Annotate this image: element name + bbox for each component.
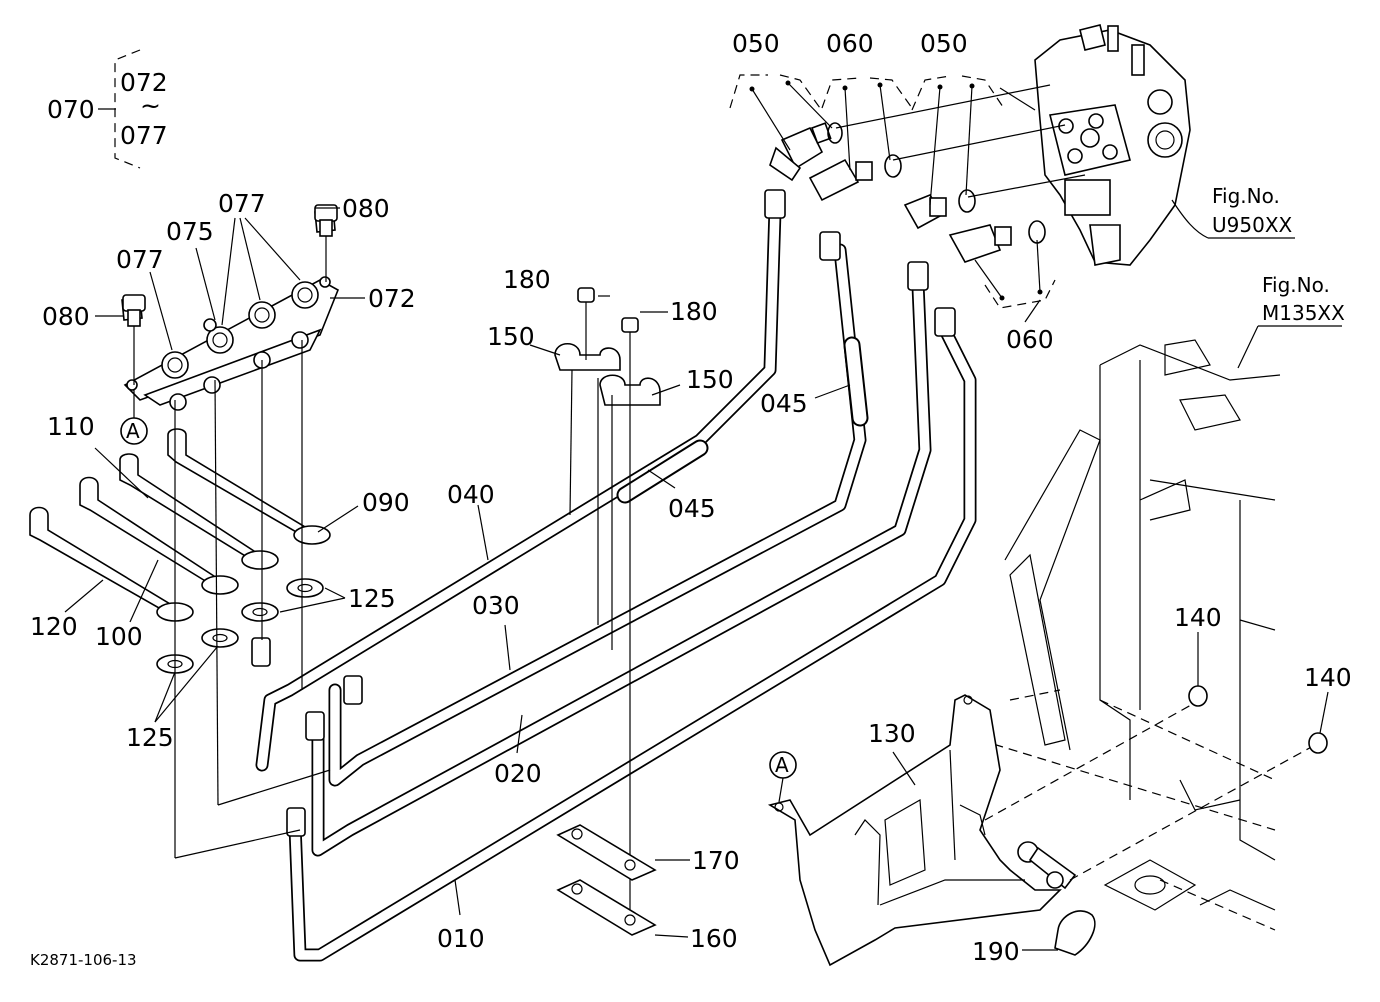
- part-label-140-b: 140: [1304, 663, 1352, 692]
- part-label-130: 130: [868, 719, 916, 748]
- group-tilde: ~: [140, 91, 161, 120]
- fitting-brackets: [729, 74, 1086, 309]
- fig-ref-m135-title: Fig.No.: [1262, 273, 1330, 297]
- part-label-180-a: 180: [503, 265, 551, 294]
- control-valve: [1034, 24, 1191, 266]
- group-bracket: 070 072 ~ 077: [47, 49, 168, 169]
- part-label-125-a: 125: [348, 584, 396, 613]
- part-label-045-b: 045: [668, 494, 716, 523]
- hydraulic-tubes: [251, 189, 977, 962]
- part-label-180-b: 180: [670, 297, 718, 326]
- part-label-075: 075: [166, 217, 214, 246]
- ref-marker-a-right: A: [775, 753, 789, 777]
- part-label-050-a: 050: [732, 29, 780, 58]
- part-label-080-b: 080: [42, 302, 90, 331]
- part-label-072: 072: [368, 284, 416, 313]
- part-label-090: 090: [362, 488, 410, 517]
- callout-leaders: [64, 207, 1329, 951]
- drawing-code: K2871-106-13: [30, 951, 137, 969]
- frame-structure: [979, 339, 1281, 931]
- support-bracket: [767, 694, 1316, 967]
- cable-tie: [1054, 910, 1096, 956]
- group-to-label: 077: [120, 121, 168, 150]
- part-label-160: 160: [690, 924, 738, 953]
- part-label-150-b: 150: [686, 365, 734, 394]
- part-label-150-a: 150: [487, 322, 535, 351]
- part-label-060-b: 060: [1006, 325, 1054, 354]
- group-parent-label: 070: [47, 95, 95, 124]
- rubber-mount-right: [1308, 732, 1328, 754]
- valve-fittings: [769, 122, 1046, 263]
- manifold-block: [121, 207, 340, 411]
- fig-ref-u950-title: Fig.No.: [1212, 184, 1280, 208]
- bolts: [122, 204, 338, 385]
- part-label-050-b: 050: [920, 29, 968, 58]
- part-label-010: 010: [437, 924, 485, 953]
- group-from-label: 072: [120, 68, 168, 97]
- ref-marker-a-left: A: [126, 419, 140, 443]
- fig-ref-m135-number: M135XX: [1262, 301, 1345, 325]
- rubber-mount-left: [1188, 685, 1208, 707]
- part-label-020: 020: [494, 759, 542, 788]
- part-label-100: 100: [95, 622, 143, 651]
- part-label-040: 040: [447, 480, 495, 509]
- part-label-125-b: 125: [126, 723, 174, 752]
- part-label-120: 120: [30, 612, 78, 641]
- part-label-077-a: 077: [218, 189, 266, 218]
- fig-ref-u950-number: U950XX: [1212, 213, 1293, 237]
- part-label-140-a: 140: [1174, 603, 1222, 632]
- part-labels: 050 060 050 080 077 075 077 072 080 180 …: [30, 29, 1352, 966]
- part-label-045-a: 045: [760, 389, 808, 418]
- part-label-190: 190: [972, 937, 1020, 966]
- elbow-tubes: [29, 340, 331, 859]
- part-label-110: 110: [47, 412, 95, 441]
- part-label-060-a: 060: [826, 29, 874, 58]
- part-label-170: 170: [692, 846, 740, 875]
- part-label-080-a: 080: [342, 194, 390, 223]
- part-label-077-b: 077: [116, 245, 164, 274]
- part-label-030: 030: [472, 591, 520, 620]
